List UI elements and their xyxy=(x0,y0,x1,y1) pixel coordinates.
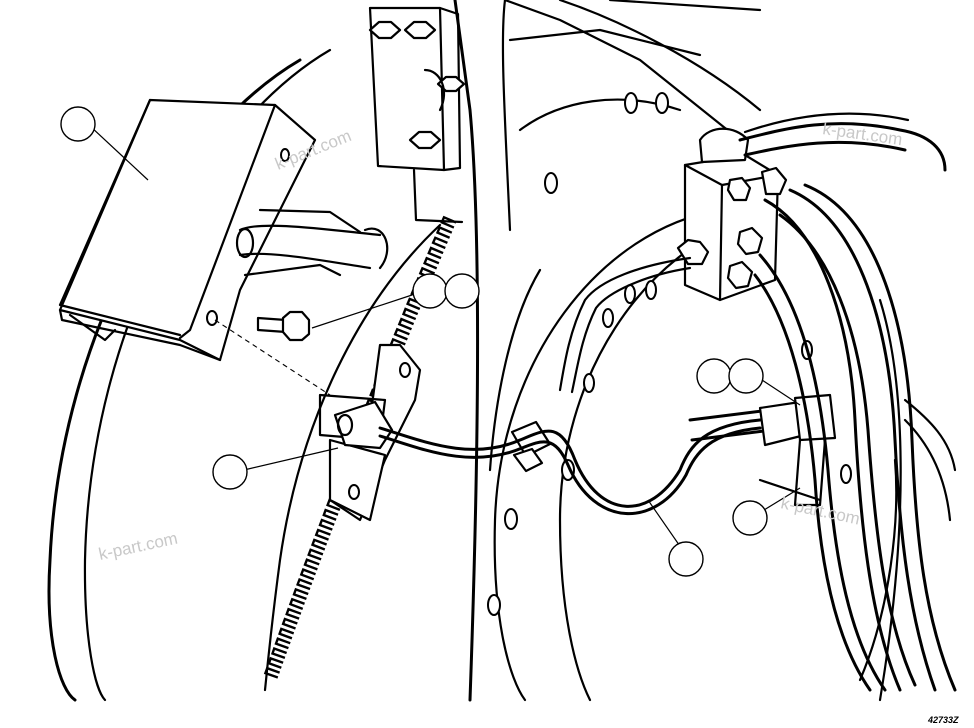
hub-bolt-hole xyxy=(840,464,852,484)
tone-ring-tooth xyxy=(318,518,335,531)
hub-bolt-hole xyxy=(624,284,636,304)
tone-ring-tooth xyxy=(406,297,423,311)
hub-bolt-hole xyxy=(487,594,501,616)
tone-ring-tooth xyxy=(296,577,313,591)
hub-bolt-hole xyxy=(624,92,638,114)
valve-block xyxy=(676,127,788,302)
sensor-clip xyxy=(235,208,389,277)
callout-balloon xyxy=(444,273,480,309)
callout-balloon xyxy=(668,541,704,577)
fitting-nut xyxy=(760,166,788,196)
hub-bolt-hole xyxy=(602,308,614,328)
tone-ring-tooth xyxy=(307,548,324,561)
tone-ring-tooth xyxy=(303,558,320,571)
tone-ring-tooth xyxy=(440,215,457,229)
tone-ring-tooth xyxy=(281,617,298,630)
tone-ring-tooth xyxy=(427,246,444,260)
fitting-nut xyxy=(726,260,754,290)
figure-number: 42733Z xyxy=(927,715,959,725)
fitting-nut xyxy=(726,176,752,202)
leader-lines xyxy=(89,125,801,553)
callout-balloons xyxy=(60,106,768,577)
sensor-cover xyxy=(58,98,317,362)
mounting-bolt xyxy=(256,310,311,342)
tone-ring-tooth xyxy=(401,307,419,321)
upper-mounting-bracket xyxy=(368,6,466,224)
tone-ring-tooth xyxy=(314,528,331,541)
hub-bolt-hole xyxy=(561,459,575,481)
hub-bolt-hole xyxy=(504,508,518,530)
tone-ring-tooth xyxy=(270,646,288,660)
tone-ring-inner-edge xyxy=(263,223,442,692)
tube-fitting-nut xyxy=(512,447,544,473)
elbow-fitting xyxy=(698,127,750,164)
tone-ring-tooth xyxy=(292,587,309,601)
hub-bolt-hole xyxy=(544,172,558,194)
hub-bolt-hole xyxy=(645,280,657,300)
tone-ring-tooth xyxy=(322,508,339,521)
tone-ring-tooth xyxy=(423,256,440,270)
fitting-nut xyxy=(736,226,764,256)
callout-balloon xyxy=(412,273,448,309)
hub-bolt-hole xyxy=(655,92,669,114)
brake-line xyxy=(378,418,762,515)
callout-balloon xyxy=(696,358,732,394)
tone-ring-tooth xyxy=(285,607,302,620)
tone-ring-tooth xyxy=(274,637,291,650)
hydraulic-hoses xyxy=(558,112,957,692)
tone-ring-tooth xyxy=(310,538,328,551)
callout-balloon xyxy=(728,358,764,394)
tube-fitting xyxy=(510,420,552,458)
tone-ring-tooth xyxy=(431,236,448,250)
hub-bolt-hole xyxy=(583,373,595,393)
tone-ring-tooth xyxy=(397,317,415,331)
callout-balloon xyxy=(212,454,248,490)
watermark: k-part.com xyxy=(97,529,179,564)
tone-ring-tooth xyxy=(299,568,316,581)
bolt-head xyxy=(403,20,437,40)
bolt-head xyxy=(368,20,402,40)
tone-ring-tooth xyxy=(278,627,295,640)
tone-ring-tooth xyxy=(267,656,284,669)
callout-balloon xyxy=(60,106,96,142)
tone-ring-tooth xyxy=(435,225,453,239)
bolt-head xyxy=(408,130,442,150)
tone-ring-tooth xyxy=(393,327,410,341)
callout-balloon xyxy=(732,500,768,536)
tone-ring-tooth xyxy=(288,597,305,610)
assembly-line xyxy=(214,319,331,396)
